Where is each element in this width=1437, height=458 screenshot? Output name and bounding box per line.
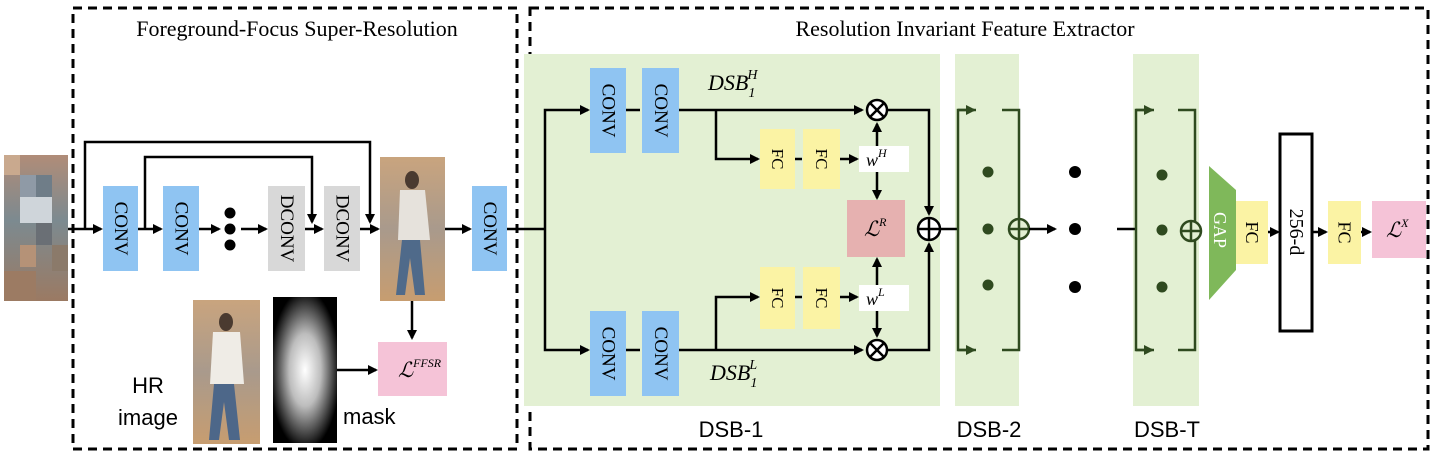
mask-label: mask xyxy=(343,404,397,429)
svg-text:DCONV: DCONV xyxy=(276,195,297,263)
dconv-block-1: DCONV xyxy=(268,186,305,271)
svg-text:CONV: CONV xyxy=(479,202,500,256)
add-icon xyxy=(1179,219,1203,243)
dsb1-high-label: DSB1H xyxy=(707,68,758,101)
foreground-mask-image xyxy=(273,297,337,443)
multiply-icon xyxy=(865,338,889,362)
ellipsis-dots-between-blocks xyxy=(1069,166,1081,293)
hr-image-label-line1: HR xyxy=(132,373,164,398)
rife-section-title: Resolution Invariant Feature Extractor xyxy=(795,16,1135,41)
svg-text:CONV: CONV xyxy=(171,202,192,256)
super-resolved-output-image xyxy=(380,157,445,301)
high-branch-fc-1: FC xyxy=(760,129,795,189)
svg-text:ℒR: ℒR xyxy=(864,215,887,241)
high-branch-conv-2: CONV xyxy=(642,68,679,153)
add-icon xyxy=(916,216,942,242)
split-to-low-branch xyxy=(543,229,590,355)
high-branch-conv-1: CONV xyxy=(590,68,626,153)
low-branch-conv-1: CONV xyxy=(590,311,626,396)
low-resolution-input-image xyxy=(4,155,68,301)
svg-text:FC: FC xyxy=(768,288,787,309)
svg-text:ℒX: ℒX xyxy=(1386,216,1409,242)
loss-r-box: ℒR xyxy=(847,200,905,257)
hr-image-label-line2: image xyxy=(118,405,178,430)
svg-text:CONV: CONV xyxy=(650,327,671,381)
skip-connection-outer xyxy=(83,140,375,229)
dsb1-low-label: DSB1L xyxy=(709,358,757,391)
hr-image xyxy=(193,300,260,444)
connector-low-multiply-to-add xyxy=(888,242,934,352)
ellipsis-dots xyxy=(224,207,236,251)
conv-block-2: CONV xyxy=(163,186,199,271)
gap-block: GAP xyxy=(1209,166,1236,300)
svg-text:CONV: CONV xyxy=(110,202,131,256)
svg-text:256-d: 256-d xyxy=(1285,209,1307,256)
dsb-2-dots xyxy=(982,166,994,291)
dsb-1-label: DSB-1 xyxy=(699,417,764,442)
connector-low-to-fc xyxy=(714,292,760,350)
multiply-icon xyxy=(865,98,889,122)
svg-text:CONV: CONV xyxy=(598,327,619,381)
connector-high-multiply-to-add xyxy=(888,108,934,216)
conv-block-shared: CONV xyxy=(472,186,507,271)
svg-text:FC: FC xyxy=(768,149,787,170)
low-branch-fc-1: FC xyxy=(760,267,795,329)
svg-text:FC: FC xyxy=(1335,221,1355,243)
svg-text:FC: FC xyxy=(812,288,831,309)
rife-section-frame xyxy=(528,6,1430,451)
svg-text:ℒFFSR: ℒFFSR xyxy=(398,356,442,382)
dsb-t-label: DSB-T xyxy=(1134,417,1200,442)
svg-text:wL: wL xyxy=(866,285,885,309)
svg-text:GAP: GAP xyxy=(1210,212,1230,248)
feature-vector-256d: 256-d xyxy=(1278,132,1314,333)
svg-text:FC: FC xyxy=(1242,221,1262,243)
svg-text:CONV: CONV xyxy=(598,84,619,138)
split-to-high-branch xyxy=(543,105,590,229)
svg-text:CONV: CONV xyxy=(650,84,671,138)
low-branch-fc-2: FC xyxy=(803,267,840,329)
svg-text:DCONV: DCONV xyxy=(332,195,353,263)
ffsr-section-title: Foreground-Focus Super-Resolution xyxy=(136,16,458,41)
weight-low-box: wL xyxy=(859,285,909,311)
skip-connection-inner xyxy=(143,155,317,229)
svg-text:wH: wH xyxy=(866,146,888,170)
dsb-2-label: DSB-2 xyxy=(957,417,1022,442)
fc-block-after-gap: FC xyxy=(1236,201,1268,264)
weight-high-box: wH xyxy=(859,146,909,172)
conv-block-1: CONV xyxy=(103,186,138,271)
loss-ffsr-box: ℒFFSR xyxy=(378,342,447,396)
add-icon xyxy=(1007,217,1031,241)
svg-text:FC: FC xyxy=(812,149,831,170)
connector-high-to-fc xyxy=(714,110,760,164)
dsb-t-dots xyxy=(1156,169,1168,293)
dconv-block-2: DCONV xyxy=(324,186,360,271)
high-branch-fc-2: FC xyxy=(803,129,840,189)
low-branch-conv-2: CONV xyxy=(642,311,679,396)
fc-block-classifier: FC xyxy=(1328,201,1361,264)
loss-x-box: ℒX xyxy=(1372,201,1426,258)
